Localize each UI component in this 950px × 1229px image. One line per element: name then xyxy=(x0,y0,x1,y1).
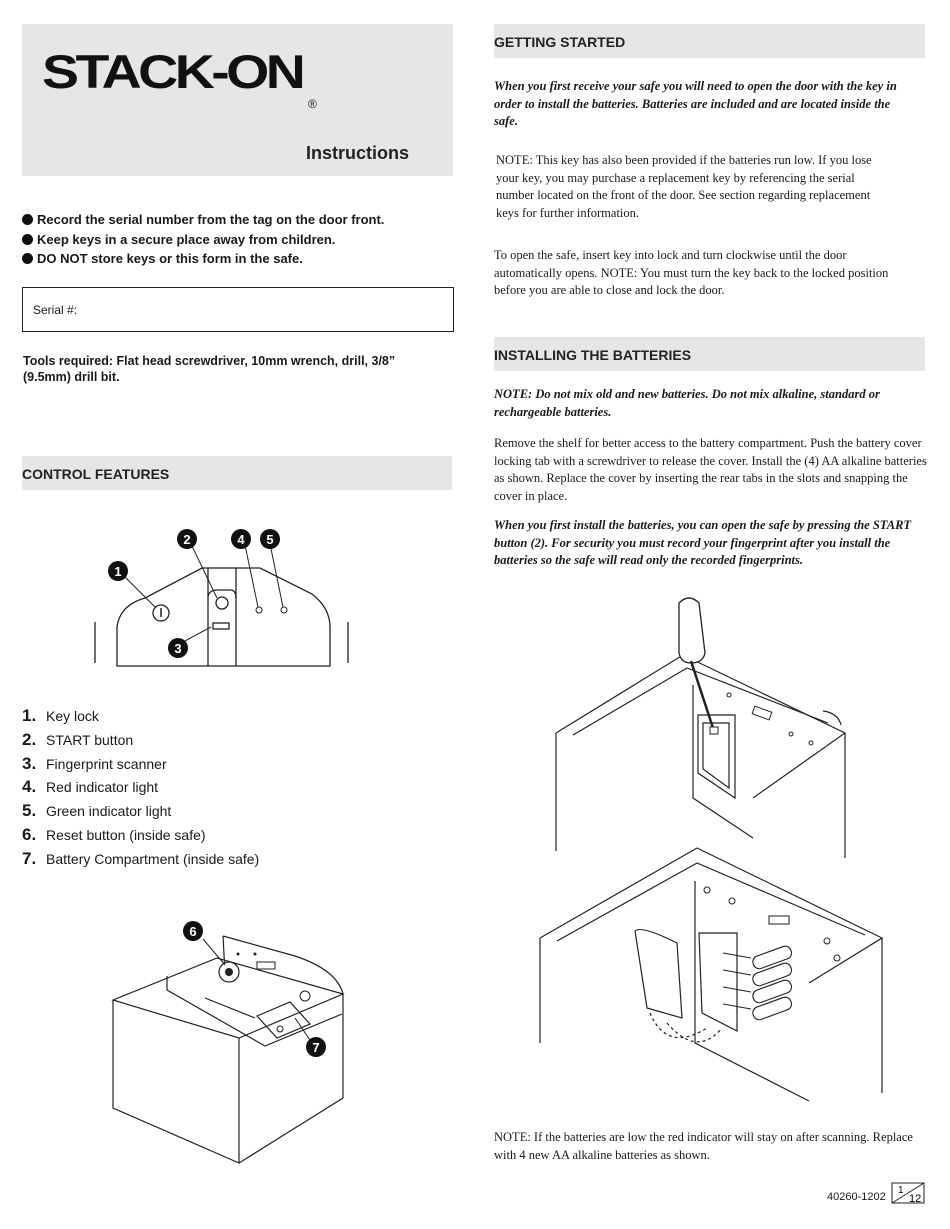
bullet-dot-icon xyxy=(22,253,33,265)
bullet-dot-icon xyxy=(22,233,33,245)
svg-text:2: 2 xyxy=(183,532,190,547)
screwdriver-diagram xyxy=(555,597,847,858)
header-banner: STACK-ON ® Instructions xyxy=(22,24,453,176)
page-title: Instructions xyxy=(306,143,410,163)
callout-7: 7 xyxy=(306,1037,326,1057)
list-item: 5.Green indicator light xyxy=(22,801,172,821)
callout-3: 3 xyxy=(168,638,188,658)
bullet-dot-icon xyxy=(22,214,33,226)
document-code: 40260-1202 xyxy=(827,1191,886,1203)
installing-batteries-header: INSTALLING THE BATTERIES xyxy=(494,337,925,371)
svg-text:4: 4 xyxy=(237,532,245,547)
brand-name: STACK-ON xyxy=(42,45,306,98)
tools-required: Tools required: Flat head screwdriver, 1… xyxy=(23,354,396,384)
bullet-item: DO NOT store keys or this form in the sa… xyxy=(22,249,384,269)
page-number: 1 xyxy=(898,1185,904,1196)
start-button-note: When you first install the batteries, yo… xyxy=(494,518,912,568)
section-title: GETTING STARTED xyxy=(494,34,626,50)
low-battery-note: NOTE: If the batteries are low the red i… xyxy=(494,1130,913,1162)
safety-bullets: Record the serial number from the tag on… xyxy=(22,210,384,269)
section-title: INSTALLING THE BATTERIES xyxy=(494,347,692,363)
control-features-header: CONTROL FEATURES xyxy=(22,456,452,490)
serial-label: Serial #: xyxy=(33,303,78,317)
bullet-item: Keep keys in a secure place away from ch… xyxy=(22,230,384,250)
control-panel-diagram: 1 2 4 5 3 xyxy=(94,529,349,667)
safe-interior-diagram: 6 7 xyxy=(111,921,345,1164)
list-item: 6.Reset button (inside safe) xyxy=(22,824,206,844)
key-note: NOTE: This key has also been provided if… xyxy=(496,153,872,220)
getting-started-intro: When you first receive your safe you wil… xyxy=(494,79,897,129)
page-indicator: 1 12 xyxy=(891,1182,925,1205)
section-title: CONTROL FEATURES xyxy=(22,466,170,482)
callout-4: 4 xyxy=(231,529,251,549)
callout-1: 1 xyxy=(108,561,128,581)
page-total: 12 xyxy=(909,1193,921,1205)
svg-text:6: 6 xyxy=(189,924,196,939)
battery-install-steps: Remove the shelf for better access to th… xyxy=(494,436,927,503)
svg-text:7: 7 xyxy=(312,1040,319,1055)
callout-6: 6 xyxy=(183,921,203,941)
getting-started-header: GETTING STARTED xyxy=(494,24,925,58)
callout-2: 2 xyxy=(177,529,197,549)
callout-5: 5 xyxy=(260,529,280,549)
list-item: 4.Red indicator light xyxy=(22,777,159,797)
open-instructions: To open the safe, insert key into lock a… xyxy=(494,248,889,298)
serial-number-field[interactable]: Serial #: xyxy=(22,287,454,332)
registered-mark: ® xyxy=(308,97,317,111)
svg-text:1: 1 xyxy=(114,564,121,579)
stack-on-logo: STACK-ON ® xyxy=(42,44,317,111)
svg-text:3: 3 xyxy=(174,641,181,656)
feature-list: 1.Key lock 2.START button 3.Fingerprint … xyxy=(22,706,259,873)
bullet-item: Record the serial number from the tag on… xyxy=(22,210,384,230)
battery-install-diagram xyxy=(539,847,884,1102)
list-item: 2.START button xyxy=(22,729,134,749)
list-item: 1.Key lock xyxy=(22,706,99,725)
battery-mix-note: NOTE: Do not mix old and new batteries. … xyxy=(494,387,880,419)
list-item: 3.Fingerprint scanner xyxy=(22,753,167,773)
list-item: 7.Battery Compartment (inside safe) xyxy=(22,848,260,868)
svg-text:5: 5 xyxy=(266,532,273,547)
